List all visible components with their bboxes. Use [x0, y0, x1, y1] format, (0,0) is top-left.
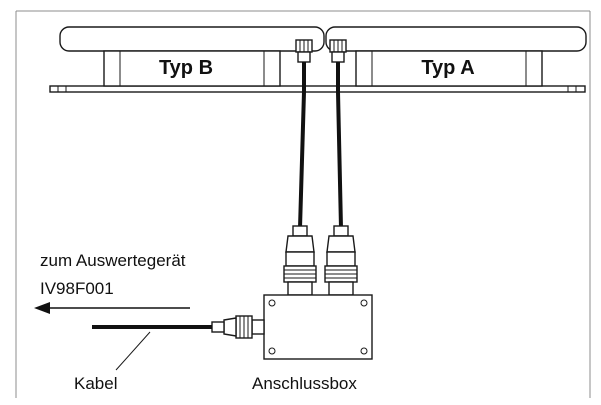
sensor-typ-b-label: Typ B — [159, 57, 213, 79]
sensor-typ-a — [325, 26, 587, 87]
sensor-cable-a — [336, 62, 343, 229]
cable-leader-line — [115, 331, 151, 371]
sensor-typ-a-label: Typ A — [421, 57, 474, 79]
mounting-rail — [49, 85, 586, 93]
destination-label-line2: IV98F001 — [40, 279, 114, 298]
plug-connector-a — [324, 225, 358, 296]
sensor-cable-b — [298, 62, 306, 229]
plug-connector-b — [283, 225, 317, 296]
direction-arrow — [34, 302, 190, 314]
cable-gland — [211, 315, 265, 339]
cable-label: Kabel — [74, 374, 117, 393]
junction-box-label: Anschlussbox — [252, 374, 357, 393]
junction-box — [263, 294, 373, 360]
destination-label-line1: zum Auswertegerät — [40, 251, 186, 270]
sensor-typ-b — [59, 26, 325, 87]
